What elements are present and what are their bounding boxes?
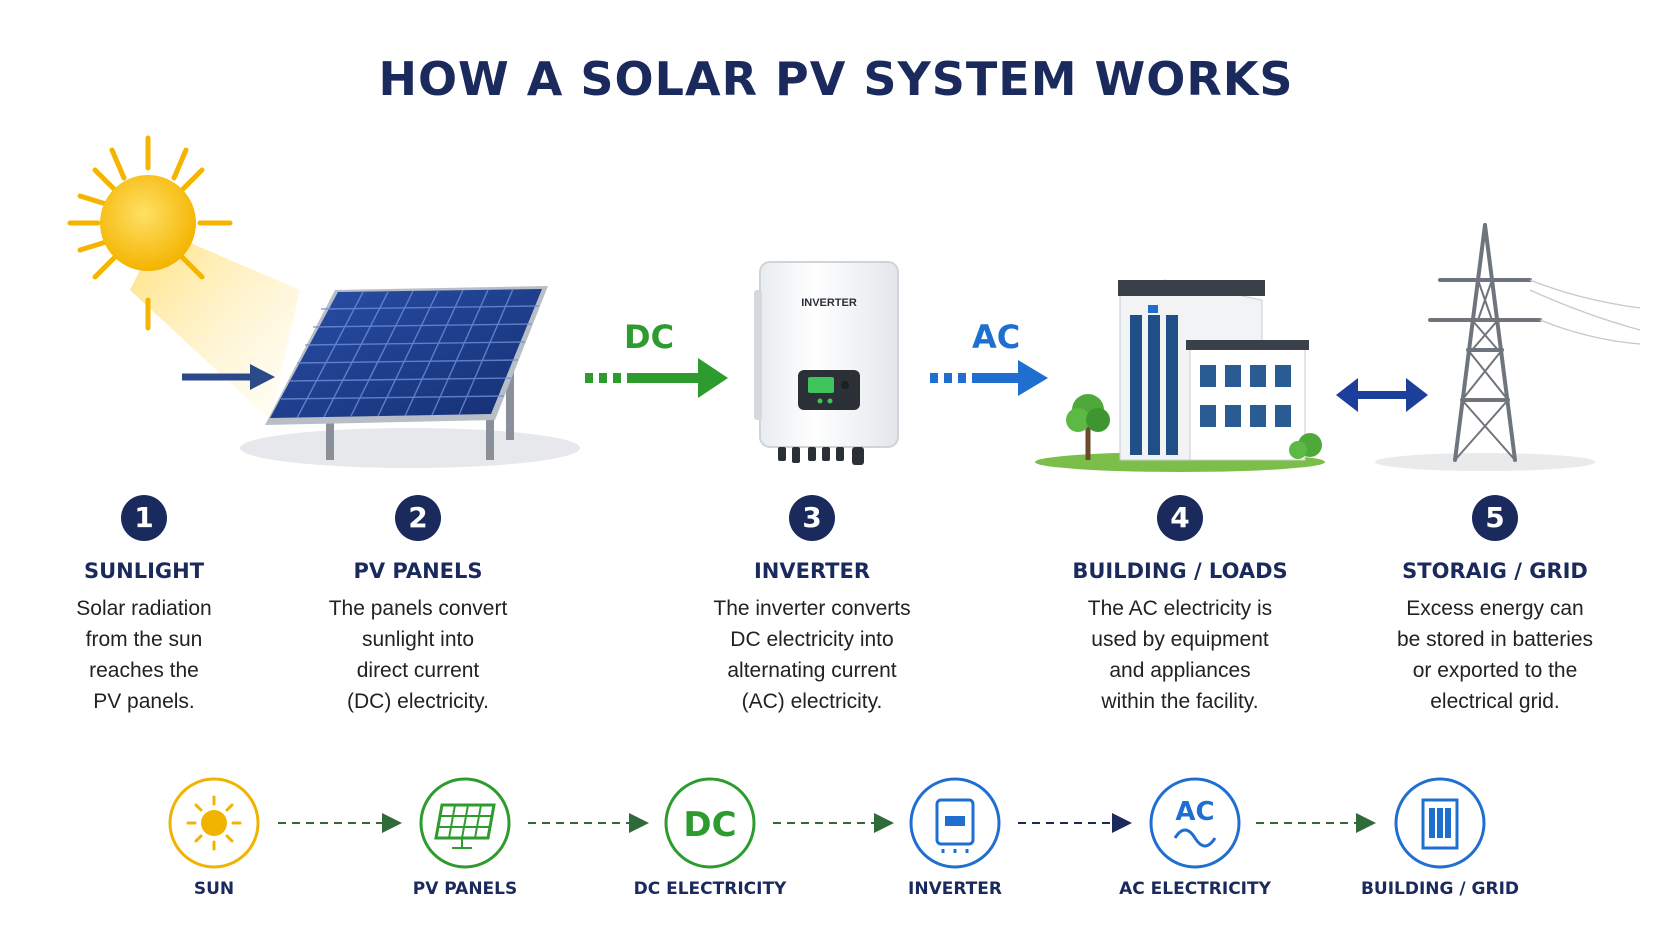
step-number: 2 bbox=[395, 495, 441, 541]
sun-illustration bbox=[67, 135, 300, 420]
flow-label-dc-electricity: DC ELECTRICITY bbox=[633, 879, 787, 899]
ac-arrow-label: AC bbox=[972, 318, 1021, 356]
step-pv-panels: 2 PV PANELS The panels convert sunlight … bbox=[288, 495, 548, 717]
dc-arrow bbox=[585, 358, 728, 398]
inverter-illustration: INVERTER bbox=[754, 261, 899, 465]
step-description: Solar radiation from the sun reaches the… bbox=[76, 597, 212, 713]
inverter-icon bbox=[909, 777, 1001, 869]
bidirectional-arrow bbox=[1336, 378, 1428, 412]
building-illustration bbox=[1035, 279, 1325, 472]
flow-label-sun: SUN bbox=[193, 879, 235, 899]
ac-icon-text: AC bbox=[1175, 797, 1214, 827]
step-heading: BUILDING / LOADS bbox=[1072, 559, 1288, 583]
flow-label-building-grid: BUILDING / GRID bbox=[1360, 879, 1520, 899]
flow-label-ac-electricity: AC ELECTRICITY bbox=[1119, 879, 1271, 899]
solar-panel-icon bbox=[419, 777, 511, 869]
dc-icon: DC bbox=[664, 777, 756, 869]
step-number: 3 bbox=[789, 495, 835, 541]
step-heading: STORAIG / GRID bbox=[1402, 559, 1588, 583]
step-description: The panels convert sunlight into direct … bbox=[328, 597, 508, 713]
building-icon bbox=[1394, 777, 1486, 869]
step-storage-grid: 5 STORAIG / GRID Excess energy can be st… bbox=[1365, 495, 1625, 717]
dc-icon-text: DC bbox=[683, 805, 736, 845]
step-description: The AC electricity is used by equipment … bbox=[1087, 597, 1273, 713]
step-sunlight: 1 SUNLIGHT Solar radiation from the sun … bbox=[14, 495, 274, 717]
step-heading: SUNLIGHT bbox=[83, 559, 205, 583]
dc-arrow-label: DC bbox=[624, 318, 675, 356]
flow-label-pv-panels: PV PANELS bbox=[412, 879, 518, 899]
step-building-loads: 4 BUILDING / LOADS The AC electricity is… bbox=[1050, 495, 1310, 717]
pv-panel-illustration bbox=[240, 286, 580, 468]
step-number: 1 bbox=[121, 495, 167, 541]
transmission-tower-illustration bbox=[1375, 223, 1641, 471]
sun-icon bbox=[168, 777, 260, 869]
step-description: The inverter converts DC electricity int… bbox=[713, 597, 911, 713]
flow-label-inverter: INVERTER bbox=[908, 879, 1002, 899]
step-heading: PV PANELS bbox=[353, 559, 483, 583]
ac-arrow bbox=[930, 360, 1048, 396]
step-heading: INVERTER bbox=[753, 559, 871, 583]
step-number: 4 bbox=[1157, 495, 1203, 541]
step-inverter: 3 INVERTER The inverter converts DC elec… bbox=[682, 495, 942, 717]
step-number: 5 bbox=[1472, 495, 1518, 541]
page-title: HOW A SOLAR PV SYSTEM WORKS bbox=[378, 52, 1294, 106]
step-description: Excess energy can be stored in batteries… bbox=[1396, 597, 1594, 713]
ac-icon: AC bbox=[1149, 777, 1241, 869]
inverter-device-label: INVERTER bbox=[801, 297, 857, 309]
